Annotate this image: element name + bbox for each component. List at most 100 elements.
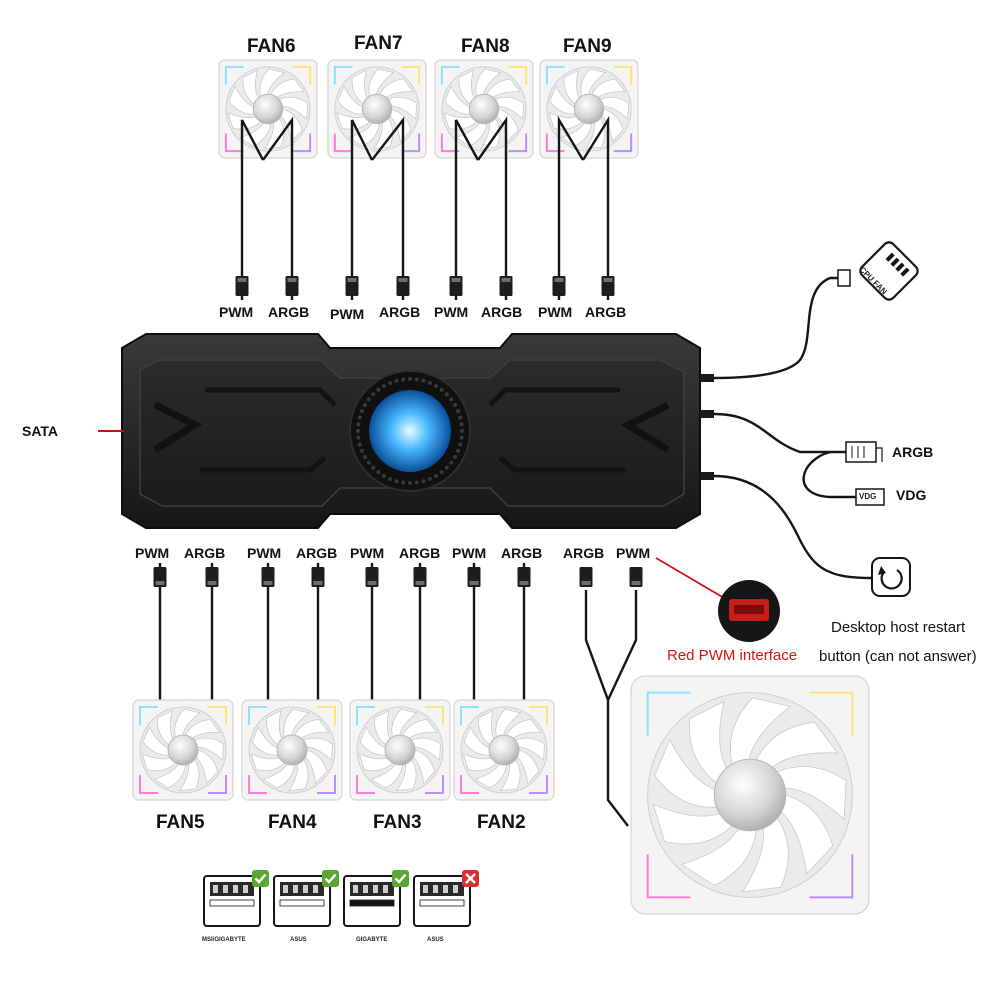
fan4-icon-blade [251,725,279,756]
fan3-icon-rgb-br [425,775,444,794]
fan9-cable-cable-right [581,115,610,300]
fan8-icon-blade [443,112,478,130]
fan7-icon-rgb-tl [333,65,353,85]
cross-mark-icon [465,873,476,884]
fan3-argb-label: ARGB [399,545,441,561]
big-fan-icon-blade [652,803,733,845]
fan6-icon-rgb-tl [224,65,244,85]
fan9-cable-cable-left [557,115,585,300]
fan6-icon-rgb-br [292,133,312,153]
fan6-icon-blade [239,122,272,147]
check-mark-icon [254,873,267,884]
fan3-label: FAN3 [373,812,422,833]
fan2-icon-rgb-bl [460,775,479,794]
fan4-icon-rgb-br [317,775,336,794]
fan7-label: FAN7 [354,33,403,54]
fan2-icon-blade [506,718,542,739]
fan2-icon-blade [478,709,495,746]
fan8-icon-blade [458,69,475,105]
fan7-icon-blade [389,108,412,143]
hub-groove-2 [200,456,327,473]
hub-light-vent [458,415,463,420]
hub-light-vent [382,474,386,479]
fan8-icon-rgb-br [508,133,528,153]
fan9-icon-rgb-tl [545,65,565,85]
hub-controller [121,333,701,529]
big-fan-pwm-label: PWM [616,545,651,561]
fan7-cable-pins-left [347,278,357,282]
big-fan-pins-argb [581,581,591,585]
header-compat-4 [413,870,479,927]
fan8-label: FAN8 [461,36,510,57]
header-pin [423,885,428,893]
check-mark-icon [324,873,337,884]
hub-light-vent [434,383,438,388]
hub-light-vent [362,403,367,407]
fan6-cable-pins-right [287,278,297,282]
fan8-icon-rgb-tl [440,65,460,85]
big-fan-icon-blade [741,817,789,893]
fan4-icon-blade [250,753,286,771]
restart-note-line2: button (can not answer) [819,648,977,665]
big-fan-icon-rgb-tl [646,691,691,736]
red-pwm-connector-slot [734,605,764,614]
header-pin [383,885,388,893]
header-pin [443,885,448,893]
fan8-cable-pins-right [501,278,511,282]
fan2-icon-blade [516,749,540,785]
fan5-icon-blade [142,725,170,756]
big-fan-icon-hub [713,758,787,832]
fan4-icon [241,699,343,801]
vdg-cable [802,450,856,499]
big-fan-icon-rgb-tr [809,691,854,736]
fan9-icon-blade [599,96,630,120]
header-compat-3 [343,870,409,927]
fan8-pwm-label: PWM [434,304,469,320]
sata-label: SATA [22,423,59,439]
big-fan-icon-blade [688,700,727,784]
header-4-label: ASUS [427,937,444,943]
fan9-icon-blade [560,122,593,147]
fan3-icon-blade [402,718,438,739]
fan6-icon-blade [278,96,309,120]
fan3-icon-blade [396,759,417,792]
hub-light-vent [456,409,461,414]
fan8-cable-cable-right [477,116,508,300]
big-fan-icon-blade [776,766,847,821]
fan9-icon-rgb-tr [613,65,633,85]
header-pin [293,885,298,893]
cpu-fan-header-pin [900,267,910,277]
fan9-label: FAN9 [563,36,612,57]
fan9-icon [539,59,639,159]
fan9-icon-blade [580,68,607,97]
fan2-icon [453,699,555,801]
big-fan-pins-pwm [631,581,641,585]
big-fan-icon-rgb-br [809,854,854,899]
fan3-icon-hub [384,734,416,766]
argb-cable [713,412,846,454]
hub-groove-1 [205,387,337,407]
cpu-fan-header-pin [885,252,895,262]
fan5-cable-pins-right [207,581,217,585]
fan9-cable-pins-left [554,278,564,282]
fan6-cable-cable-right [262,116,294,300]
fan7-icon-rgb-br [401,133,421,153]
fan9-pwm-label: PWM [538,304,573,320]
cpu-fan-cable [713,276,848,380]
header-compat-2 [273,870,339,927]
header-compat-1 [203,870,269,927]
hub-light-vent [401,377,406,382]
hub-chevron-right [620,401,670,453]
fan2-pwm-label: PWM [452,545,487,561]
restart-port [700,472,714,480]
big-fan-cable [579,567,643,827]
hub-light-vent [388,477,393,482]
fan8-icon-blade [486,78,521,98]
big-fan-icon-blade [780,794,834,875]
fan2-cable-pins-right [519,581,529,585]
vdg-plug-label: VDG [859,492,877,501]
fan6-icon [218,59,318,159]
hub-light-vent [356,429,360,433]
fan2-icon-blade [495,708,522,738]
fan3-icon-blade [358,753,394,771]
